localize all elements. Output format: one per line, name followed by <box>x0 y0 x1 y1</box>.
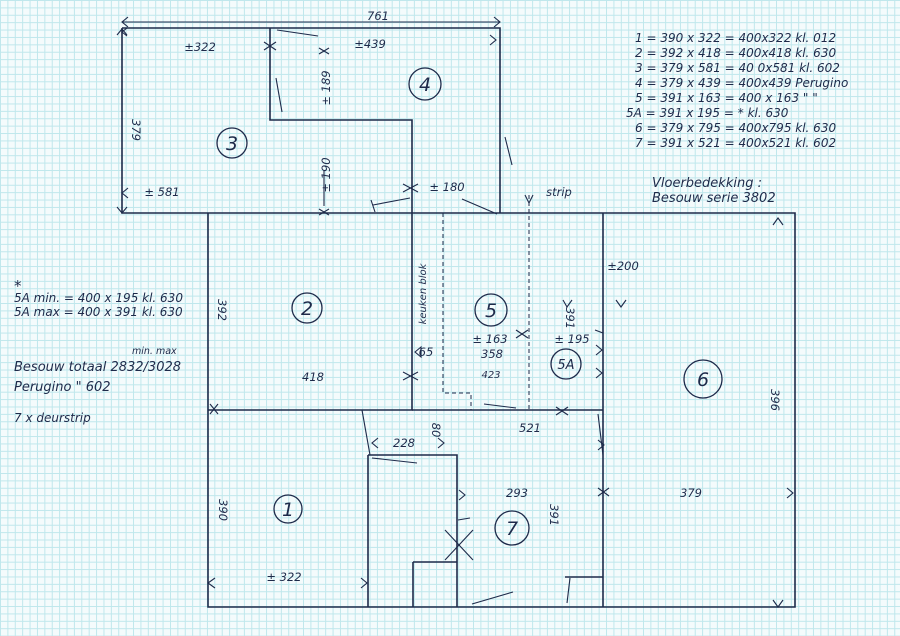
note-5a-min: 5A min. = 400 x 195 kl. 630 <box>14 291 183 305</box>
dim-180: ± 180 <box>429 180 464 194</box>
side-notes: * 5A min. = 400 x 195 kl. 630 5A max = 4… <box>14 277 183 425</box>
dimension-arrows <box>116 16 794 608</box>
schedule-line-6: 6 = 379 x 795 = 400x795 kl. 630 <box>635 121 836 135</box>
dim-room5-163: ± 163 <box>472 332 507 346</box>
dim-room6-right: 396 <box>768 389 782 411</box>
room-3-label: 3 <box>226 133 238 155</box>
room-5-circle <box>474 293 508 327</box>
dim-200: ±200 <box>607 259 639 273</box>
note-minmax-header: min. max <box>132 346 177 357</box>
walls <box>121 27 796 608</box>
room-schedule: 1 = 390 x 322 = 400x322 kl. 012 2 = 392 … <box>626 31 848 206</box>
schedule-line-5: 5 = 391 x 163 = 400 x 163 " " <box>635 91 818 105</box>
room-5-label: 5 <box>485 300 497 322</box>
dim-228: 228 <box>393 436 415 450</box>
room-markers <box>216 67 723 546</box>
dim-notch-189: ± 189 <box>319 70 333 105</box>
room-7-label: 7 <box>506 518 518 540</box>
schedule-line-1: 1 = 390 x 322 = 400x322 kl. 012 <box>635 31 836 45</box>
schedule-line-2: 2 = 392 x 418 = 400x418 kl. 630 <box>635 46 836 60</box>
dim-room2-bottom: 418 <box>302 370 324 384</box>
schedule-line-5a: 5A = 391 x 195 = * kl. 630 <box>626 106 789 120</box>
dim-room3-left: 379 <box>129 119 143 141</box>
schedule-line-4: 4 = 379 x 439 = 400x439 Perugino <box>635 76 848 90</box>
room-1-circle <box>273 494 303 524</box>
dimension-labels: 761 ±322 ±439 379 ± 581 ± 189 ± 190 ± 18… <box>129 9 782 584</box>
dim-room1-bottom: ± 322 <box>266 570 301 584</box>
room-6-circle <box>683 359 723 399</box>
flooring-series: Besouw serie 3802 <box>652 191 776 206</box>
dim-notch-190: ± 190 <box>319 157 333 192</box>
schedule-line-3: 3 = 379 x 581 = 40 0x581 kl. 602 <box>635 61 840 75</box>
dim-room7-293: 293 <box>506 486 528 500</box>
room-2-circle <box>291 292 323 324</box>
dim-room5a-195: ± 195 <box>554 332 589 346</box>
dim-room6-379: 379 <box>680 486 702 500</box>
dim-room5-358: 358 <box>481 347 503 361</box>
dim-room7-391: 391 <box>547 504 561 526</box>
schedule-line-7: 7 = 391 x 521 = 400x521 kl. 602 <box>635 136 836 150</box>
dim-room1-left: 390 <box>216 499 230 521</box>
note-5a-max: 5A max = 400 x 391 kl. 630 <box>14 305 183 319</box>
flooring-title: Vloerbedekking : <box>652 176 762 191</box>
dashed-lines <box>442 195 530 410</box>
room-5a-circle <box>550 348 582 380</box>
note-total: Besouw totaal 2832/3028 <box>14 360 181 375</box>
dim-room5a-391: 391 <box>563 307 577 329</box>
room-7-circle <box>494 510 530 546</box>
dim-room2-left: 392 <box>215 299 229 321</box>
room-4-circle <box>408 67 442 101</box>
room-4-label: 4 <box>419 74 431 96</box>
room-6-label: 6 <box>697 369 709 391</box>
dim-room3-top: ±322 <box>184 40 216 54</box>
room-1-label: 1 <box>282 499 294 521</box>
dim-top-total: 761 <box>367 9 389 23</box>
dim-room4-top: ±439 <box>354 37 386 51</box>
note-star: * <box>14 277 22 295</box>
door-marks <box>209 29 610 605</box>
room-labels: 3 4 2 5 5A 6 1 7 <box>226 74 709 540</box>
dim-65: 65 <box>419 345 434 359</box>
room-3-circle <box>216 127 248 159</box>
room-5a-label: 5A <box>557 358 574 373</box>
label-keuken-blok: keuken blok <box>418 262 429 324</box>
note-perugino: Perugino " 602 <box>14 380 111 395</box>
dim-room3-bottom: ± 581 <box>144 185 179 199</box>
dim-521: 521 <box>519 421 541 435</box>
dim-80: 80 <box>429 423 443 438</box>
room-2-label: 2 <box>301 298 313 320</box>
dim-room5-423: 423 <box>481 370 500 381</box>
note-deurstrip: 7 x deurstrip <box>14 411 91 425</box>
label-strip: strip <box>546 185 572 199</box>
